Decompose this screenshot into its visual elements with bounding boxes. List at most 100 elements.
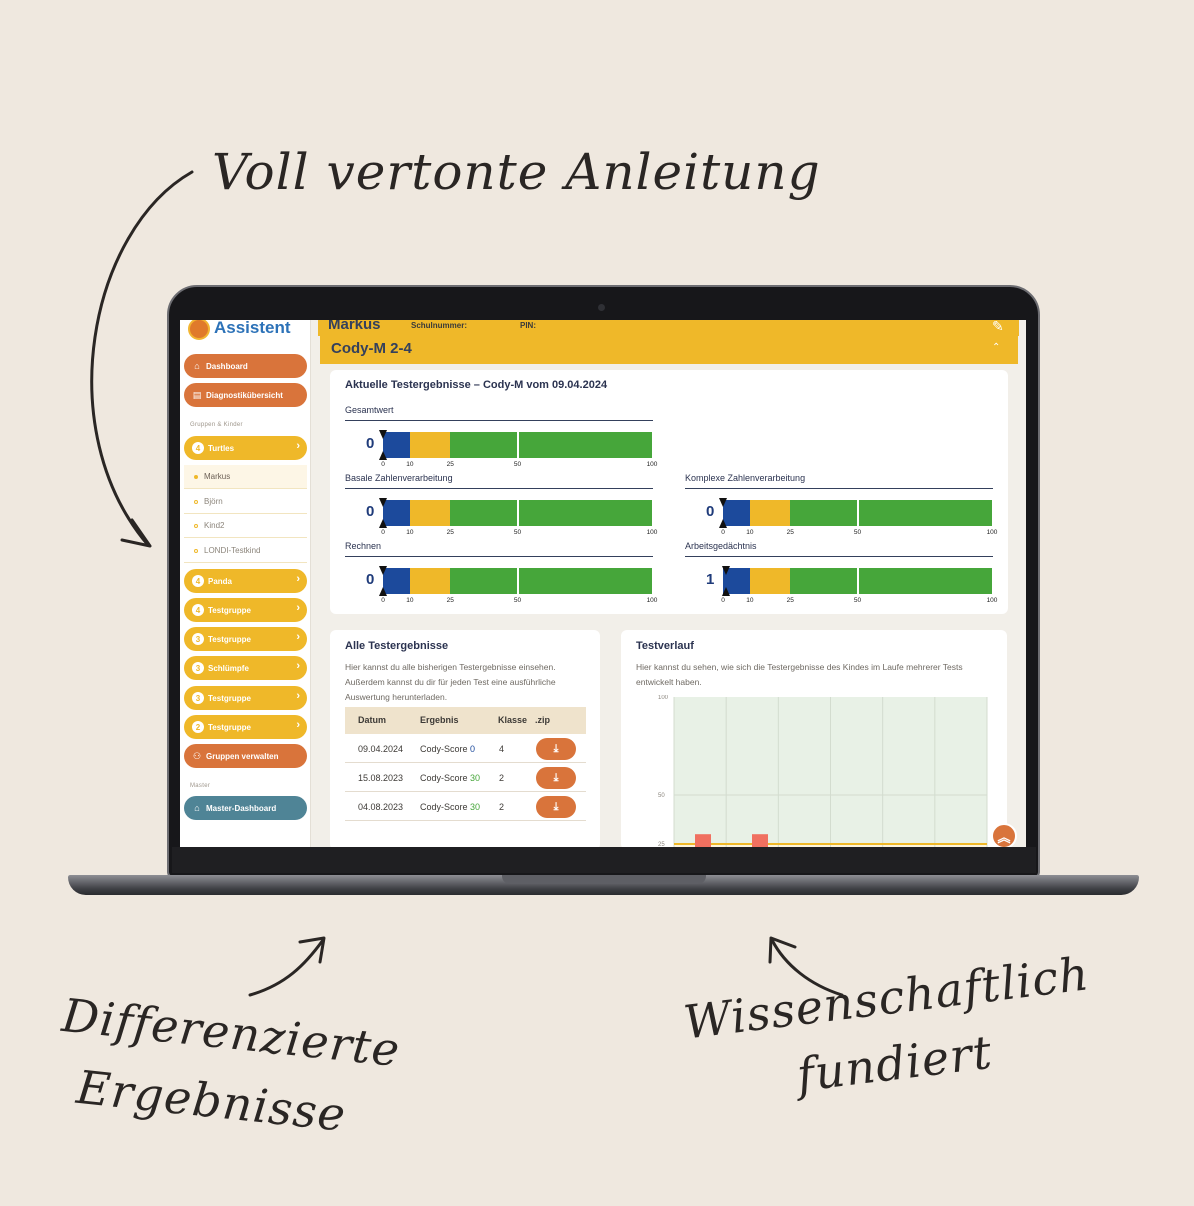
sidebar-group-panda[interactable]: 4 Panda › (184, 569, 307, 593)
download-button[interactable]: ⤓ (536, 796, 576, 818)
sidebar-group-testgruppe[interactable]: 3 Testgruppe › (184, 686, 307, 710)
sidebar-group-turtles[interactable]: 4 Turtles › (184, 436, 307, 460)
column-header-class: Klasse (498, 715, 528, 725)
scale-tick: 25 (446, 529, 454, 536)
manage-groups-label: Gruppen verwalten (206, 751, 279, 761)
trend-title: Testverlauf (636, 640, 694, 652)
sidebar-group-testgruppe[interactable]: 2 Testgruppe › (184, 715, 307, 739)
scale-tick: 25 (446, 597, 454, 604)
score-marker-icon (719, 519, 727, 528)
download-button[interactable]: ⤓ (536, 767, 576, 789)
column-header-zip: .zip (535, 715, 550, 725)
scale-tick: 0 (721, 597, 725, 604)
score-marker-icon (379, 498, 387, 507)
bar-label: Komplexe Zahlenverarbeitung (685, 473, 806, 483)
bar-label: Gesamtwert (345, 405, 394, 415)
logo-mascot-icon (188, 320, 210, 340)
chevron-up-icon[interactable]: ⌃ (992, 342, 1001, 353)
home-icon: ⌂ (194, 361, 200, 371)
sidebar-diagnostics-button[interactable]: ▤ Diagnostikübersicht (184, 383, 307, 407)
sidebar-child-kind2[interactable]: Kind2 (184, 514, 307, 538)
column-header-result: Ergebnis (420, 715, 459, 725)
bar-underline (345, 488, 653, 489)
bar-underline (685, 556, 993, 557)
scroll-to-top-button[interactable]: ︽ (991, 823, 1017, 847)
scale-tick: 100 (986, 597, 998, 604)
logo[interactable]: Assistent (188, 320, 291, 344)
chevron-right-icon: › (296, 660, 300, 672)
people-icon: ⚇ (192, 750, 202, 761)
sidebar-child-londi[interactable]: LONDI-Testkind (184, 539, 307, 563)
score-value: 0 (366, 435, 375, 452)
result-value: 0 (470, 744, 476, 754)
laptop-bezel (172, 847, 1036, 873)
test-header[interactable] (320, 336, 1018, 364)
scale-tick: 0 (381, 461, 385, 468)
test-name: Cody-M 2-4 (331, 340, 412, 357)
row-class: 2 (499, 802, 505, 812)
result-value: 30 (470, 773, 481, 783)
bar-label: Basale Zahlenverarbeitung (345, 473, 453, 483)
scale-tick: 0 (381, 529, 385, 536)
laptop-base (68, 875, 1139, 895)
score-marker-icon (379, 566, 387, 575)
result-label: Cody-Score (420, 744, 468, 754)
sidebar: Assistent ⌂ Dashboard ▤ Diagnostikübersi… (180, 320, 311, 847)
group-name: Turtles (208, 443, 235, 453)
score-value: 0 (366, 503, 375, 520)
sidebar-child-markus[interactable]: Markus (184, 465, 307, 489)
group-count-badge: 4 (192, 442, 204, 454)
chevron-right-icon: › (296, 690, 300, 702)
child-name: Björn (204, 497, 223, 506)
child-name: Markus (204, 472, 231, 481)
row-date: 04.08.2023 (358, 802, 404, 812)
bar-band-mid (409, 500, 451, 526)
group-name: Testgruppe (208, 605, 251, 615)
sidebar-group-testgruppe[interactable]: 3 Testgruppe › (184, 627, 307, 651)
table-row (345, 763, 586, 792)
pencil-icon[interactable]: ✎ (992, 320, 1004, 334)
sidebar-dashboard-button[interactable]: ⌂ Dashboard (184, 354, 307, 378)
group-count-badge: 4 (192, 604, 204, 616)
scale-tick: 100 (646, 529, 658, 536)
scale-tick: 100 (986, 529, 998, 536)
result-label: Cody-Score (420, 802, 468, 812)
download-icon: ⤓ (553, 800, 559, 813)
row-class: 4 (499, 744, 505, 754)
logo-text: Assistent (214, 320, 291, 337)
arrow-left-head (298, 936, 326, 964)
bar-band-high (450, 568, 652, 594)
scale-tick: 25 (786, 529, 794, 536)
chevron-right-icon: › (296, 440, 300, 452)
bar-label: Arbeitsgedächtnis (685, 541, 757, 551)
sidebar-group-testgruppe[interactable]: 4 Testgruppe › (184, 598, 307, 622)
y-tick-label: 50 (658, 793, 665, 799)
group-count-badge: 3 (192, 633, 204, 645)
arrow-top (90, 170, 194, 547)
bar-band-high (450, 432, 652, 458)
student-header (318, 320, 1019, 336)
arrow-right (770, 938, 844, 997)
arrow-left (248, 938, 325, 997)
manage-groups-button[interactable]: ⚇ Gruppen verwalten (184, 744, 307, 768)
groups-section-label: Gruppen & Kinder (190, 422, 243, 428)
arrow-top-head (120, 518, 152, 548)
download-button[interactable]: ⤓ (536, 738, 576, 760)
bar-band-high (450, 500, 652, 526)
score-marker-icon (721, 587, 730, 596)
score-marker-icon (379, 519, 387, 528)
row-class: 2 (499, 773, 505, 783)
bar-band-high (790, 500, 992, 526)
table-row (345, 734, 586, 763)
bullet-icon (194, 548, 198, 553)
scale-tick: 50 (513, 529, 522, 536)
laptop-notch (502, 875, 706, 884)
home-icon: ⌂ (194, 803, 200, 813)
row-result: Cody-Score 30 (420, 773, 480, 783)
sidebar-group-schluempfe[interactable]: 3 Schlümpfe › (184, 656, 307, 680)
trend-description: Hier kannst du sehen, wie sich die Teste… (636, 662, 963, 687)
child-name: Kind2 (204, 521, 225, 530)
master-dashboard-button[interactable]: ⌂ Master-Dashboard (184, 796, 307, 820)
sidebar-child-bjoern[interactable]: Björn (184, 490, 307, 514)
bar-band-low (383, 432, 410, 458)
